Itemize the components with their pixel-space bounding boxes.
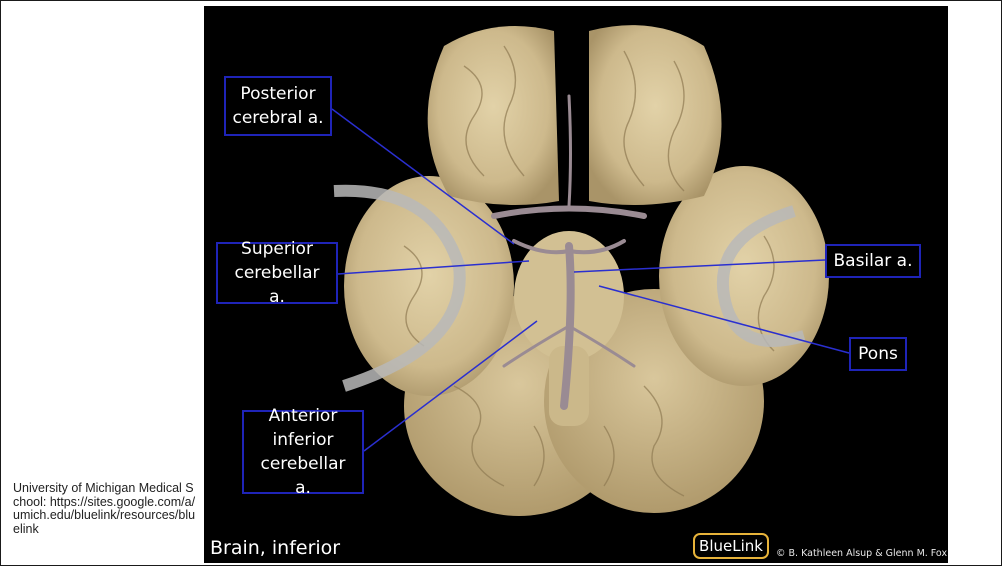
source-credit: University of Michigan Medical School: h… (13, 481, 196, 536)
vessels (491, 94, 647, 410)
gyri-texture (403, 45, 775, 497)
brain-illustration (331, 25, 850, 516)
label-posterior-cerebral: Posterior cerebral a. (224, 76, 332, 136)
label-basilar: Basilar a. (825, 244, 921, 278)
leader-lines (331, 108, 850, 452)
label-pons: Pons (849, 337, 907, 371)
leader-line-posterior-cerebral (331, 108, 515, 245)
image-caption: Brain, inferior (210, 537, 341, 559)
leader-line-basilar (573, 259, 826, 273)
leader-line-pons (598, 285, 850, 354)
copyright-notice: © B. Kathleen Alsup & Glenn M. Fox (776, 548, 948, 559)
frontal-lobe-shape (427, 25, 722, 206)
label-anterior-inferior-cerebellar: Anterior inferior cerebellar a. (242, 406, 364, 498)
leader-line-anterior-inferior-cerebellar (363, 320, 538, 452)
brain-photo: Posterior cerebral a. Superior cerebella… (204, 6, 948, 563)
label-superior-cerebellar: Superior cerebellar a. (216, 239, 338, 307)
leader-line-superior-cerebellar (337, 260, 530, 275)
bluelink-logo: BlueLink (693, 533, 769, 559)
temporal-lobe-shape (344, 166, 829, 396)
